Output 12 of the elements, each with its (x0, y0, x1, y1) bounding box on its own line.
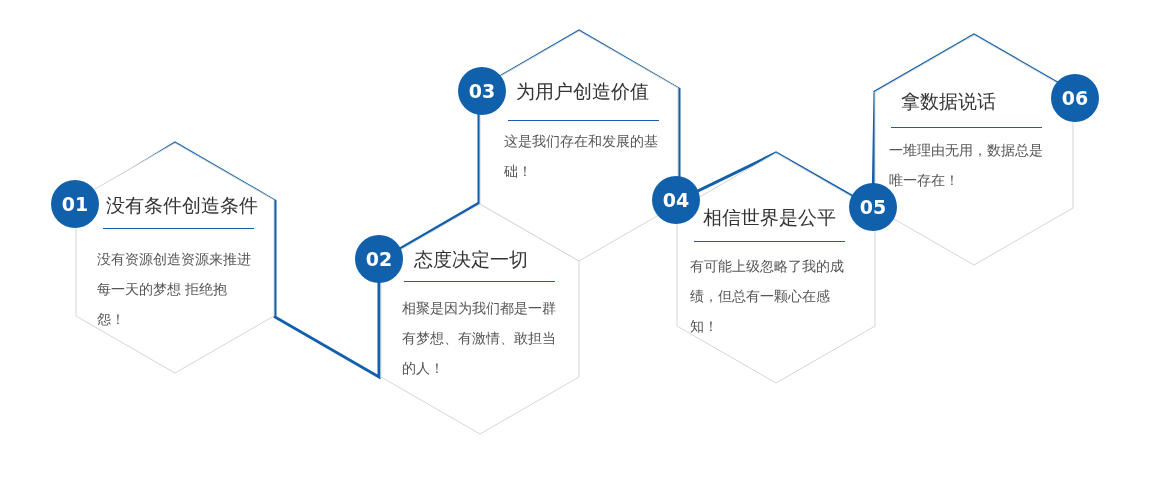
hexagon-title: 为用户创造价值 (516, 80, 649, 102)
hexagon-title: 拿数据说话 (901, 90, 996, 112)
hexagon-title: 态度决定一切 (414, 248, 528, 270)
hexagon-description: 相聚是因为我们都是一群有梦想、有激情、敢担当的人！ (402, 299, 557, 378)
hexagon-title: 没有条件创造条件 (106, 194, 258, 216)
hexagon-title: 相信世界是公平 (703, 206, 836, 228)
step-number-circle: 03 (458, 67, 506, 115)
hexagon-description: 有可能上级忽略了我的成绩，但总有一颗心在感知！ (690, 257, 845, 336)
step-number-circle: 01 (51, 180, 99, 228)
step-number-circle: 02 (355, 235, 403, 283)
step-number-circle: 06 (1051, 74, 1099, 122)
hexagon-description: 没有资源创造资源来推进每一天的梦想 拒绝抱怨！ (97, 250, 252, 329)
